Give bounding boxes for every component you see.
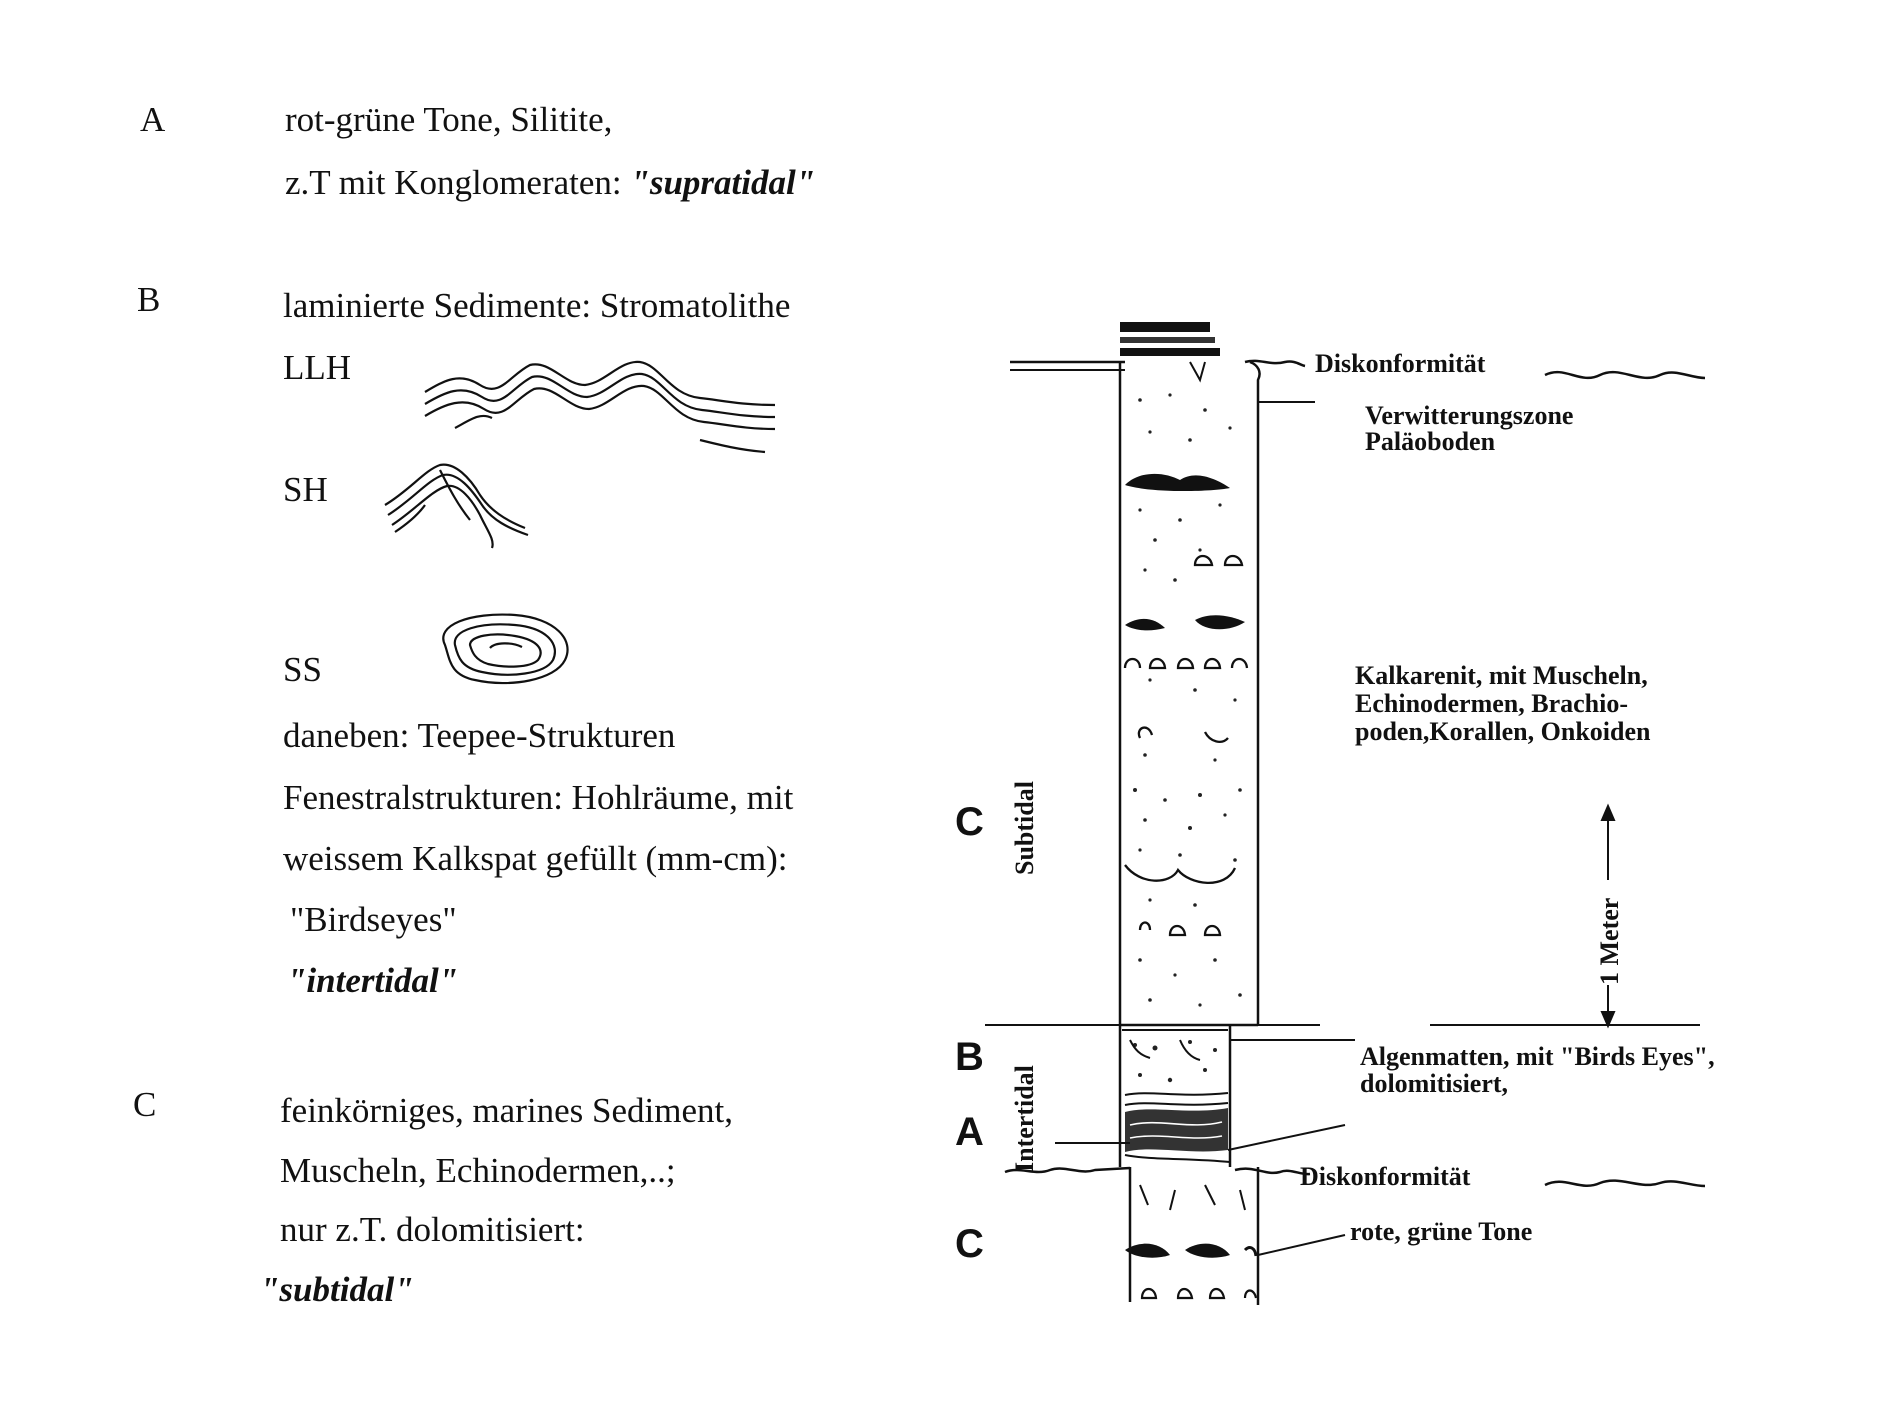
- calcarenite-label-1: Kalkarenit, mit Muscheln,: [1355, 661, 1648, 690]
- subtidal-zone-label: Subtidal: [1010, 781, 1039, 875]
- legend-letter-c: C: [133, 1085, 157, 1124]
- red-green-clays-label: rote, grüne Tone: [1350, 1217, 1533, 1246]
- zone-a-label: A: [955, 1110, 984, 1154]
- legend-letter-a: A: [140, 100, 166, 139]
- ss-label: SS: [283, 650, 322, 689]
- sh-symbol: [384, 463, 529, 549]
- paleosol-label: Paläoboden: [1365, 427, 1496, 456]
- ss-symbol: [442, 613, 569, 685]
- legend-b-heading: laminierte Sedimente: Stromatolithe: [283, 286, 791, 325]
- legend-letter-b: B: [137, 280, 161, 319]
- calcarenite-label-2: Echinodermen, Brachio-: [1355, 689, 1628, 718]
- legend-a-line2: z.T mit Konglomeraten: "supratidal": [285, 165, 815, 200]
- scale-label: 1 Meter: [1595, 897, 1624, 985]
- calcarenite-label-3: poden,Korallen, Onkoiden: [1355, 717, 1651, 746]
- sh-label: SH: [283, 470, 328, 509]
- top-cap-layers: [1010, 322, 1220, 383]
- scale-bar: [1600, 803, 1616, 1029]
- intertidal-unit-fill: [1122, 1029, 1231, 1163]
- legend-a-line1: rot-grüne Tone, Silitite,: [285, 100, 613, 139]
- legend-c-line2: Muscheln, Echinodermen,..;: [280, 1151, 676, 1190]
- algal-mats-label-2: dolomitisiert,: [1360, 1069, 1509, 1098]
- column-outline: [1118, 360, 1261, 1305]
- bottom-disconformity-label: Diskonformität: [1300, 1162, 1471, 1191]
- top-disconformity-label: Diskonformität: [1315, 349, 1486, 378]
- llh-symbol: [424, 360, 776, 454]
- boundary-lines: [985, 401, 1700, 1256]
- legend-b-teepee: daneben: Teepee-Strukturen: [283, 716, 676, 755]
- shell-symbols: [1123, 554, 1249, 937]
- legend-c-line3: nur z.T. dolomitisiert:: [280, 1210, 585, 1249]
- bottom-disconformity-line: [1004, 1166, 1706, 1188]
- calcarenite-stipple: [1133, 393, 1242, 1007]
- subtidal-term: "subtidal": [260, 1270, 414, 1309]
- legend-b-birdseyes: "Birdseyes": [290, 900, 457, 939]
- fossil-lenses: [1125, 473, 1245, 631]
- zone-c-lower-label: C: [955, 1222, 984, 1266]
- legend-b-fenestral: Fenestralstrukturen: Hohlräume, mit: [283, 778, 794, 817]
- llh-label: LLH: [283, 348, 352, 387]
- top-disconformity-line: [1244, 359, 1706, 380]
- legend-a-line2-text: z.T mit Konglomeraten:: [285, 163, 631, 202]
- legend-b-kalkspat: weissem Kalkspat gefüllt (mm-cm):: [283, 839, 788, 878]
- zone-c-upper-label: C: [955, 800, 984, 844]
- algal-mats-label-1: Algenmatten, mit "Birds Eyes",: [1360, 1042, 1715, 1071]
- lower-subtidal-fill: [1125, 1184, 1258, 1300]
- supratidal-term: "supratidal": [630, 163, 816, 202]
- intertidal-term: "intertidal": [287, 961, 459, 1000]
- weathering-zone-label: Verwitterungszone: [1365, 401, 1574, 430]
- intertidal-zone-label: Intertidal: [1010, 1065, 1039, 1172]
- zone-b-label: B: [955, 1035, 984, 1079]
- legend-c-line1: feinkörniges, marines Sediment,: [280, 1091, 733, 1130]
